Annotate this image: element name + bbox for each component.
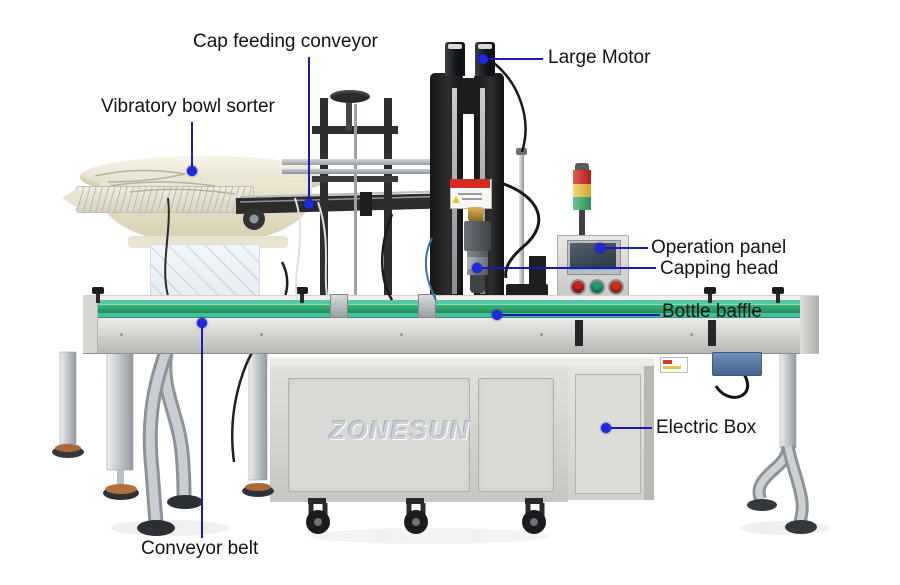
warning-label-text-line xyxy=(458,193,482,195)
baffle-adjust-knob[interactable] xyxy=(704,287,716,303)
bottle-baffle-rail-front xyxy=(86,313,816,318)
start-button[interactable] xyxy=(572,281,584,293)
motor-cable xyxy=(714,373,750,399)
warning-label-header xyxy=(450,179,490,188)
label-vibratory-bowl-sorter: Vibratory bowl sorter xyxy=(101,96,275,117)
frame-bolt xyxy=(260,333,263,336)
cap-return-wire-track xyxy=(76,186,254,213)
cap-track-rail-upper xyxy=(282,159,458,165)
baffle-adjust-knob[interactable] xyxy=(92,287,104,303)
wire-track-tip xyxy=(62,188,78,209)
annotation-dot xyxy=(304,199,314,209)
label-operation-panel: Operation panel xyxy=(651,237,787,258)
tower-light-pole xyxy=(579,210,585,238)
motor-cap-right xyxy=(478,44,492,49)
cabinet-door-right xyxy=(478,378,554,492)
annotation-dot xyxy=(478,54,488,64)
electric-box-side xyxy=(644,366,654,500)
conveyor-top-edge xyxy=(83,295,819,302)
emergency-button[interactable] xyxy=(610,281,622,293)
annotation-line xyxy=(308,57,310,199)
annotation-dot xyxy=(595,243,605,253)
support-rod xyxy=(519,154,524,298)
label-electric-box: Electric Box xyxy=(656,417,757,438)
conveyor-gearmotor xyxy=(712,352,762,376)
label-capping-head: Capping head xyxy=(660,258,779,279)
tower-light-cap xyxy=(575,163,589,170)
tower-light-red xyxy=(573,170,591,184)
annotation-line xyxy=(489,58,543,60)
cabinet-casters xyxy=(306,498,546,534)
conveyor-left-leg xyxy=(103,351,139,500)
label-conveyor-belt: Conveyor belt xyxy=(141,538,259,559)
brass-coupling xyxy=(468,207,483,221)
electric-box-door xyxy=(575,374,641,494)
run-button[interactable] xyxy=(591,281,603,293)
capping-head-tip xyxy=(470,275,485,293)
gantry-lead-screw xyxy=(354,104,357,300)
side-clamp xyxy=(708,320,716,346)
conveyor-rear-left-leg xyxy=(52,351,84,458)
conveyor-right-end xyxy=(800,296,819,354)
tower-light-yellow xyxy=(573,184,591,197)
annotation-line xyxy=(611,427,652,429)
large-motor-left xyxy=(445,42,465,76)
safety-sticker xyxy=(660,357,688,373)
annotation-line xyxy=(502,314,660,316)
annotation-line xyxy=(605,247,648,249)
side-clamp xyxy=(575,320,583,346)
label-large-motor: Large Motor xyxy=(548,47,651,68)
capping-head-upper xyxy=(464,221,491,251)
height-adjust-handwheel xyxy=(330,90,370,103)
baffle-adjust-knob[interactable] xyxy=(772,287,784,303)
bottle-guide-block xyxy=(330,294,348,318)
conveyor-left-end xyxy=(83,296,98,353)
motor-cap-left xyxy=(448,44,462,49)
label-bottle-baffle: Bottle baffle xyxy=(662,301,763,322)
frame-bolt xyxy=(540,333,543,336)
annotation-line xyxy=(482,267,656,269)
annotation-dot xyxy=(197,318,207,328)
frame-bolt xyxy=(690,333,693,336)
handwheel-stem xyxy=(346,100,352,130)
warning-label-text-line xyxy=(462,198,482,200)
gantry-right-post xyxy=(384,98,392,302)
conveyor-right-leg xyxy=(747,351,817,534)
label-cap-feeding-conveyor: Cap feeding conveyor xyxy=(193,31,378,52)
brand-logo: ZONESUN xyxy=(329,415,471,445)
annotation-line xyxy=(201,327,203,538)
cap-track-rail-lower xyxy=(282,169,458,174)
warning-triangle-icon xyxy=(452,196,460,203)
annotation-dot xyxy=(601,423,611,433)
annotation-line xyxy=(191,122,193,166)
conveyor-fork-leg xyxy=(137,349,203,536)
cabinet-door-left xyxy=(288,378,470,492)
support-rod-cap xyxy=(516,148,527,155)
conveyor-belt-strip xyxy=(90,304,812,313)
touchscreen-glare xyxy=(570,268,616,270)
annotation-dot xyxy=(492,310,502,320)
annotation-dot xyxy=(187,166,197,176)
baffle-adjust-knob[interactable] xyxy=(296,287,308,303)
frame-bolt xyxy=(120,333,123,336)
annotation-dot xyxy=(472,263,482,273)
frame-bolt xyxy=(400,333,403,336)
bottle-guide-block xyxy=(418,294,436,318)
bottle-baffle-rail-rear xyxy=(86,300,816,304)
gantry-left-post xyxy=(320,98,328,302)
tower-light-green xyxy=(573,197,591,210)
tower-center-block xyxy=(460,78,478,114)
